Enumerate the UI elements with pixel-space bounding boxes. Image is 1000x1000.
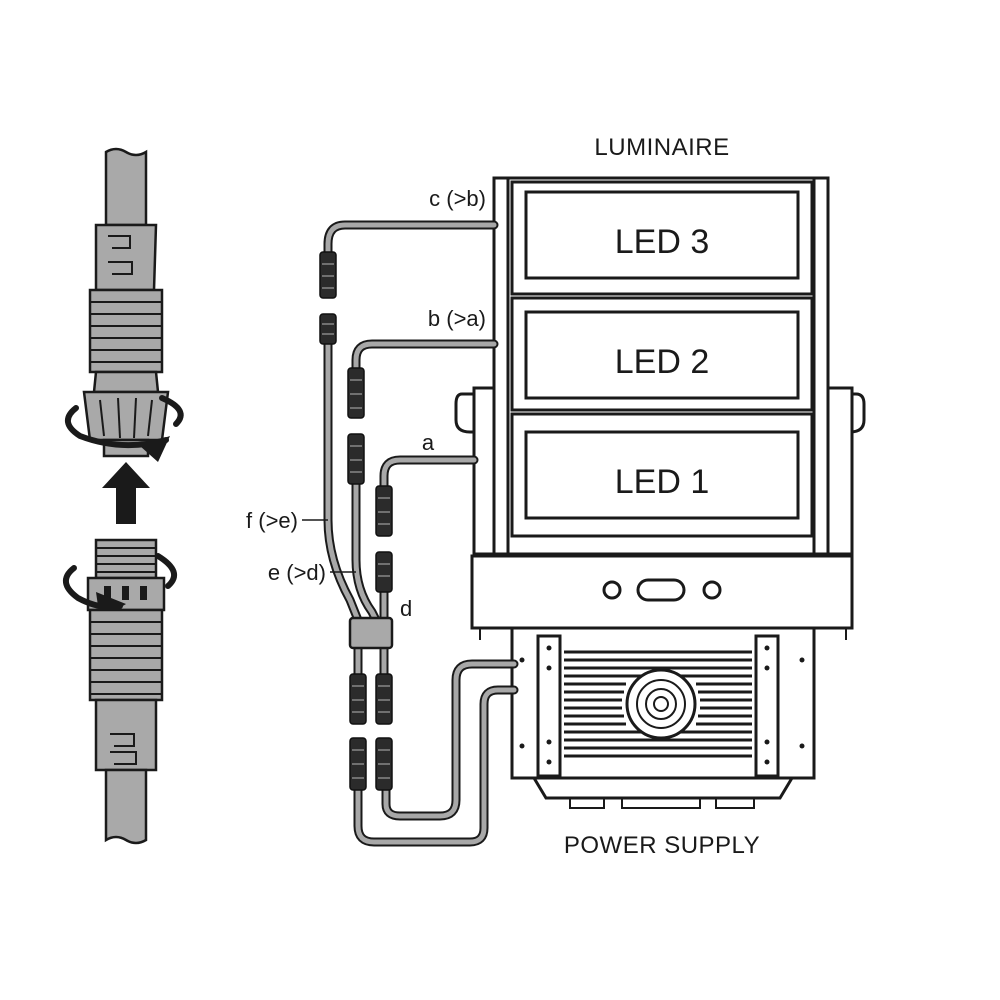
connector-socket-icon <box>349 737 367 791</box>
led-3-label: LED 3 <box>615 223 710 261</box>
cable-e <box>351 477 381 625</box>
connector-socket-icon <box>319 313 337 345</box>
power-feed-cables <box>353 641 519 847</box>
connector-socket-icon <box>375 737 393 791</box>
cable-label-a: a <box>422 430 435 455</box>
cable-c <box>323 220 499 257</box>
cable-label-c: c (>b) <box>429 186 486 211</box>
led-2-label: LED 2 <box>615 343 710 381</box>
connector-coupling-detail <box>63 147 184 845</box>
led-module-3 <box>524 190 800 280</box>
luminaire: LED 3 LED 2 LED 1 LUMINAIRE <box>454 134 866 640</box>
rotate-arrow-icon <box>65 405 169 449</box>
cable-b <box>351 339 499 375</box>
cable-label-f: f (>e) <box>246 508 298 533</box>
luminaire-label: LUMINAIRE <box>594 134 729 161</box>
cable-label-b: b (>a) <box>428 306 486 331</box>
power-supply-label: POWER SUPPLY <box>564 832 760 859</box>
cable-splitter <box>348 616 394 650</box>
connector-socket-icon <box>375 551 393 593</box>
cable-label-e: e (>d) <box>268 560 326 585</box>
rotate-arrowhead-icon <box>140 436 170 462</box>
cable-a <box>379 455 479 491</box>
connector-plug-icon <box>347 367 365 419</box>
power-supply: POWER SUPPLY <box>510 626 816 859</box>
connector-plug-icon <box>319 251 337 299</box>
led-module-1 <box>524 430 800 520</box>
led-module-2 <box>524 310 800 400</box>
cable-label-d: d <box>400 596 412 621</box>
connector-socket-icon <box>347 433 365 485</box>
connectors <box>319 251 393 791</box>
connector-plug-icon <box>375 485 393 537</box>
connector-plug-icon <box>349 673 367 725</box>
up-arrow-icon <box>102 462 150 524</box>
connector-plug-icon <box>375 673 393 725</box>
led-1-label: LED 1 <box>615 463 710 501</box>
cable-f <box>323 335 363 625</box>
